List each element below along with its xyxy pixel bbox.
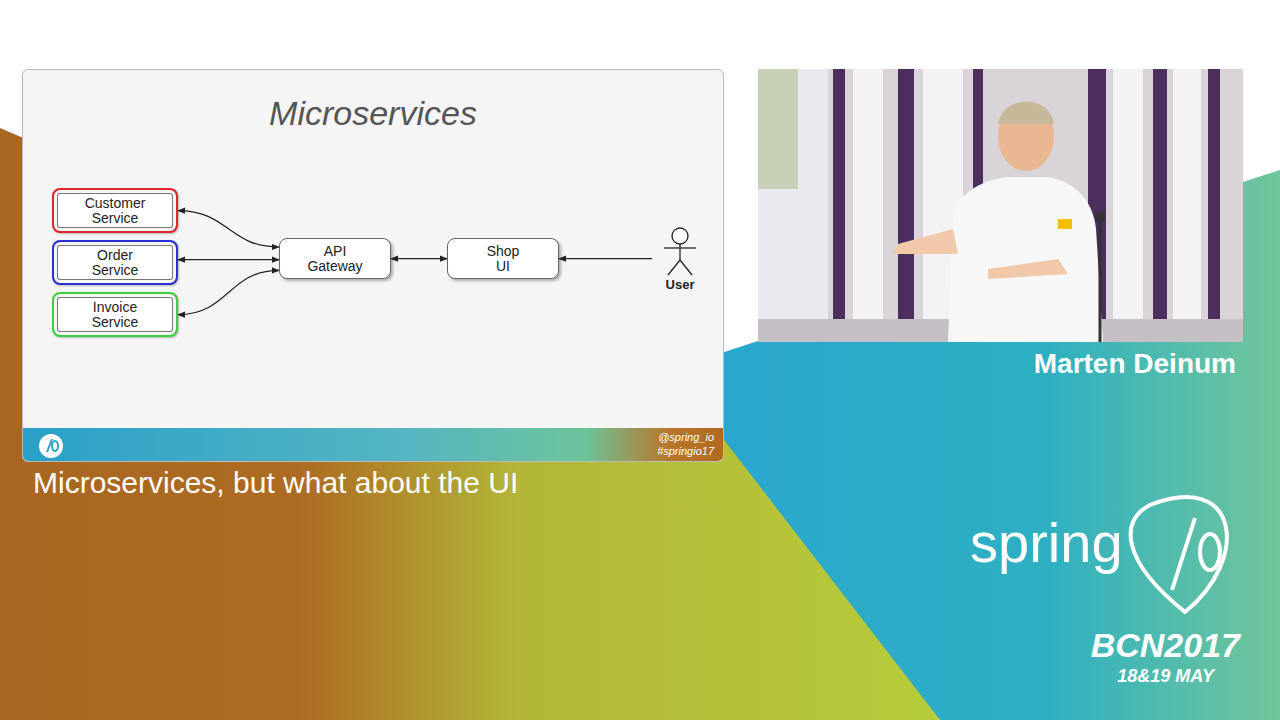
event-name: BCN2017 bbox=[1040, 626, 1240, 665]
node-text: API Gateway bbox=[300, 244, 370, 273]
talk-title: Microservices, but what about the UI bbox=[33, 466, 518, 500]
slide-footer-bar bbox=[23, 428, 724, 462]
connector-arrow bbox=[391, 258, 447, 259]
event-date: 18&19 MAY bbox=[1040, 666, 1214, 687]
speaker-name: Marten Deinum bbox=[880, 348, 1236, 380]
node-text: Customer Service bbox=[75, 196, 155, 225]
node-text: User bbox=[666, 278, 695, 292]
service-box: Invoice Service bbox=[52, 292, 178, 337]
brand-name: spring bbox=[970, 510, 1123, 575]
process-box: Shop UI bbox=[447, 238, 559, 279]
service-box: Customer Service bbox=[52, 188, 178, 233]
connector-arrow bbox=[178, 259, 279, 260]
hashtag: #springio17 bbox=[600, 445, 714, 457]
connector-arrow bbox=[178, 211, 279, 247]
node-text: Shop UI bbox=[483, 244, 523, 273]
node-text: Invoice Service bbox=[75, 300, 155, 329]
connector-arrow bbox=[178, 270, 279, 314]
process-box: API Gateway bbox=[279, 238, 391, 279]
node-text: Order Service bbox=[75, 248, 155, 277]
user-actor: User bbox=[652, 226, 708, 292]
connector-arrow bbox=[559, 258, 652, 259]
service-box: Order Service bbox=[52, 240, 178, 285]
slide-title: Microservices bbox=[22, 94, 724, 133]
speaker-video bbox=[758, 69, 1243, 342]
slide-logo bbox=[37, 432, 65, 460]
stick-figure bbox=[660, 226, 700, 276]
twitter-handle: @spring_io bbox=[600, 431, 714, 443]
